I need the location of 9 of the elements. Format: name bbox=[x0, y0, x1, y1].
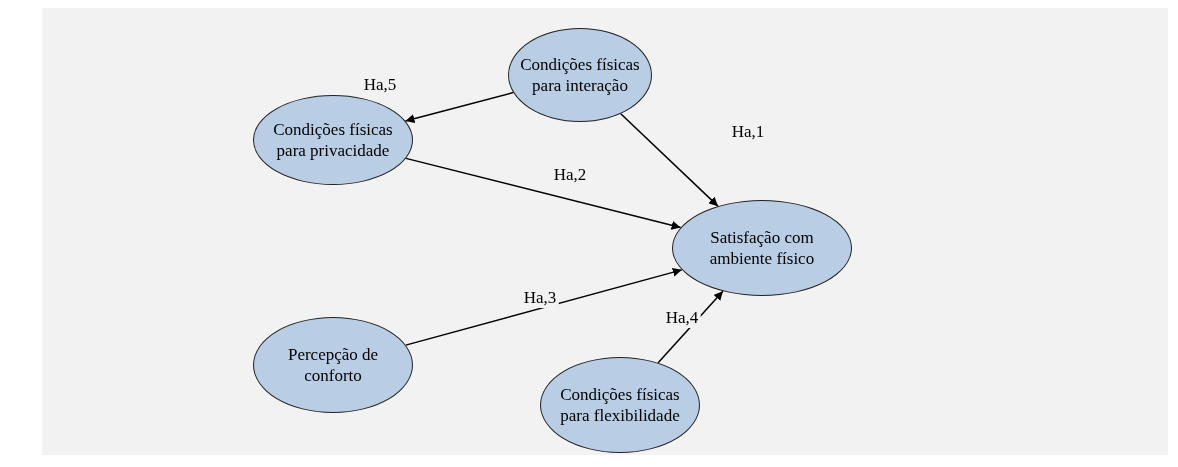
node-label: Condições físicas para flexibilidade bbox=[559, 383, 681, 427]
arrow bbox=[405, 157, 682, 230]
node-label: Satisfação com ambiente físico bbox=[708, 226, 816, 270]
arrow bbox=[404, 91, 514, 123]
node-label: Condições físicas para privacidade bbox=[272, 118, 394, 162]
node-label: Percepção de conforto bbox=[286, 343, 380, 387]
arrow bbox=[620, 113, 719, 207]
node-label: Condições físicas para interação bbox=[519, 53, 641, 97]
arrow bbox=[405, 267, 683, 346]
